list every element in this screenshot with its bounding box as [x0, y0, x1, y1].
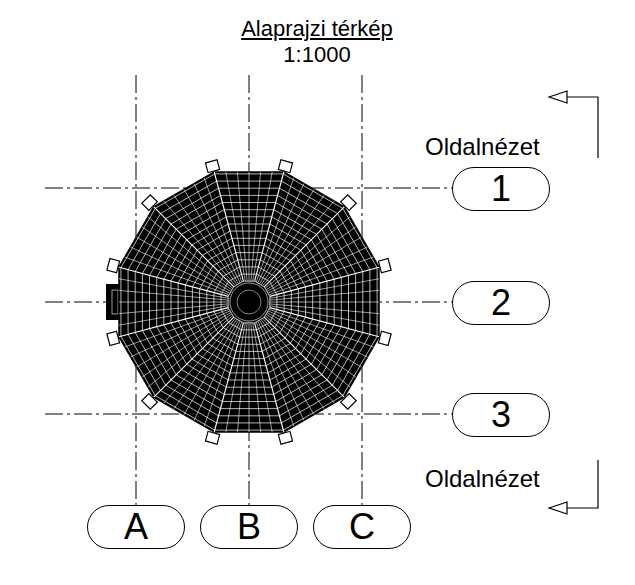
grid-label: 1 [491, 171, 511, 207]
radial-beam [270, 302, 379, 303]
radial-beam [148, 217, 233, 289]
radial-beam [268, 247, 368, 293]
radial-beam [251, 323, 261, 432]
column-tab [205, 160, 219, 173]
column-tab [205, 431, 219, 444]
radial-beam [249, 172, 250, 281]
ring-beam [228, 281, 270, 323]
radial-beam [214, 323, 243, 432]
grid-bubble: 2 [452, 281, 550, 325]
radial-beam [119, 267, 228, 296]
radial-beam [131, 311, 231, 357]
grid-label: 2 [491, 285, 511, 321]
grid-bubble: B [200, 505, 298, 549]
radial-beam [249, 323, 250, 432]
radial-beam [269, 309, 373, 347]
radial-beam [237, 172, 247, 281]
center-core [230, 283, 268, 321]
radial-beam [270, 308, 379, 337]
view-label: Oldalnézet [425, 465, 540, 493]
radial-beam [263, 201, 335, 286]
column-tab [205, 431, 219, 444]
building-outline [119, 172, 379, 432]
column-tab [205, 160, 219, 173]
radial-beam [204, 322, 242, 426]
column-tab [107, 331, 120, 345]
radial-beam [148, 316, 233, 388]
grid-label: A [124, 509, 148, 545]
radial-beam [267, 237, 362, 292]
view-label: Oldalnézet [425, 133, 540, 161]
radial-beam [263, 318, 335, 403]
column-tab [278, 160, 292, 173]
radial-beam [258, 321, 304, 421]
scale-label: 1:1000 [283, 42, 350, 68]
radial-beam [154, 317, 234, 397]
grid-bubble: C [313, 505, 411, 549]
column-tab [107, 258, 120, 272]
column-tab [107, 331, 120, 345]
radial-beam [184, 189, 239, 284]
grid-bubble: A [87, 505, 185, 549]
radial-beam [194, 184, 240, 284]
section-marker [549, 91, 598, 514]
radial-beam [270, 290, 379, 300]
radial-beam [164, 318, 236, 403]
grid-bubble: 3 [452, 393, 550, 437]
radial-beam [264, 207, 344, 287]
radial-beam [125, 257, 229, 295]
radial-beam [184, 320, 239, 415]
radial-beam [259, 189, 314, 284]
radial-beam [265, 217, 350, 289]
column-tab [378, 258, 391, 272]
radial-beam [253, 172, 273, 281]
column-tab [378, 258, 391, 272]
radial-beam [264, 317, 344, 397]
column-tab [278, 431, 292, 444]
drawing-title: Alaprajzi térkép [241, 16, 393, 42]
grid-label: B [237, 509, 261, 545]
grid-label: 3 [491, 397, 511, 433]
radial-beam [259, 320, 314, 415]
radial-beam [119, 304, 228, 314]
center-core [237, 290, 261, 314]
grid-bubble: 1 [452, 167, 550, 211]
column-tab [278, 431, 292, 444]
radial-beam [164, 201, 236, 286]
structure-mesh [119, 172, 379, 432]
radial-beam [265, 316, 350, 388]
grid-label: C [349, 509, 375, 545]
radial-beam [267, 312, 362, 367]
column-tab [378, 331, 391, 345]
column-tab [107, 258, 120, 272]
radial-beam [136, 237, 231, 292]
radial-beam [119, 302, 228, 303]
radial-beam [154, 207, 234, 287]
radial-beam [136, 312, 231, 367]
entrance [112, 290, 118, 314]
column-tab [278, 160, 292, 173]
column-tab [378, 331, 391, 345]
